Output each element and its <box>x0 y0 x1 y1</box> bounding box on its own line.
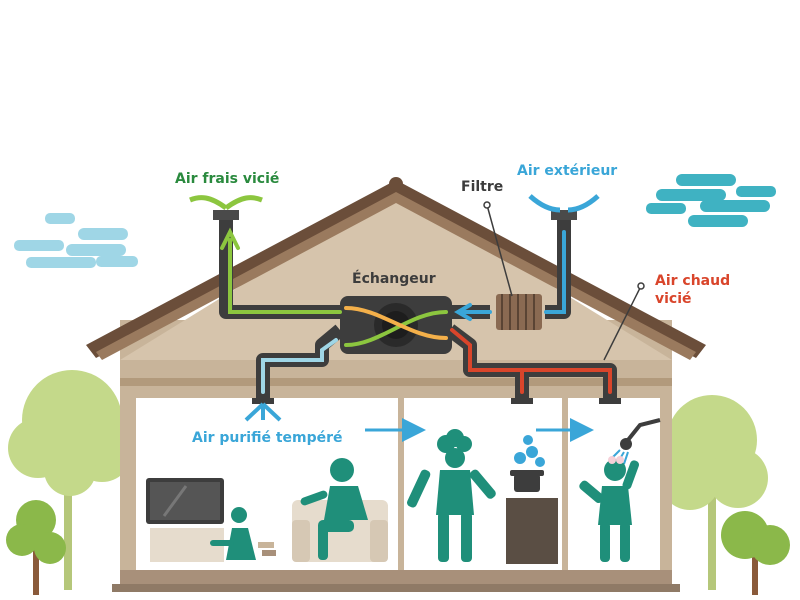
stove-pot-icon <box>506 435 558 564</box>
tv-icon <box>146 478 224 562</box>
person-icon <box>300 458 368 560</box>
tree-icon <box>660 395 768 590</box>
label-air-exterieur: Air extérieur <box>517 163 618 179</box>
supply-diffuser <box>244 398 282 422</box>
cloud-icon <box>646 174 776 227</box>
person-icon <box>406 429 496 562</box>
label-air-purifie-tempere: Air purifié tempéré <box>192 430 343 446</box>
tree-icon <box>6 500 66 595</box>
shower-icon <box>611 418 661 465</box>
label-filtre: Filtre <box>461 179 504 195</box>
label-air-frais-vicie: Air frais vicié <box>175 171 280 187</box>
person-icon <box>579 456 639 562</box>
tree-icon <box>8 370 132 590</box>
tree-icon <box>721 511 790 595</box>
label-air-chaud-line2: vicié <box>655 291 692 307</box>
label-air-chaud-line1: Air chaud <box>655 273 731 289</box>
person-icon <box>210 507 256 560</box>
label-echangeur: Échangeur <box>352 271 436 287</box>
filter <box>496 294 542 330</box>
roof <box>86 177 706 360</box>
cloud-icon <box>14 213 138 268</box>
